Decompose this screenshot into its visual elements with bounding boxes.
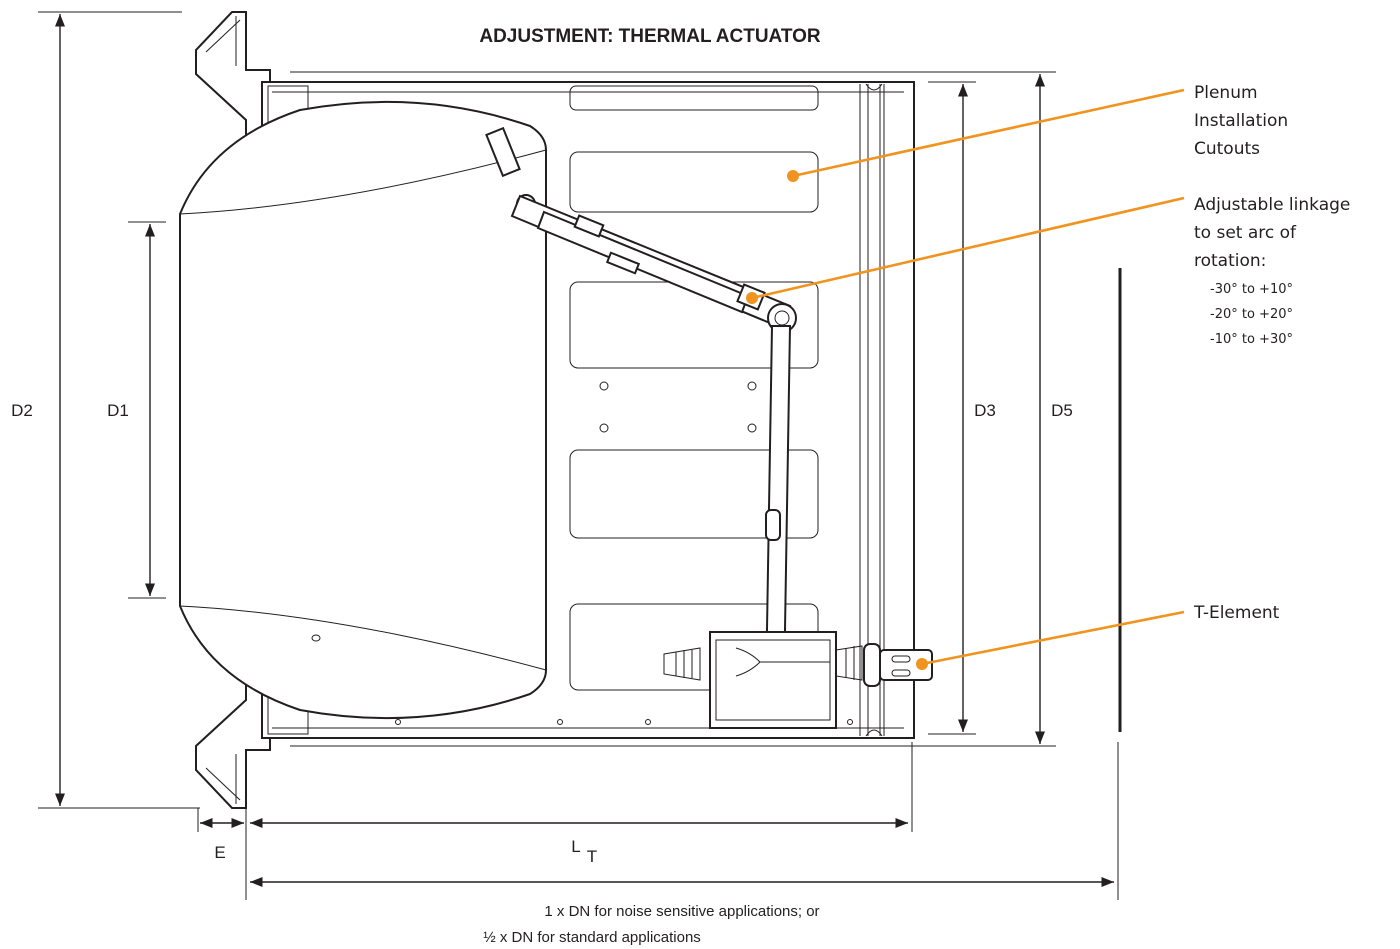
linkage-callout-line3: rotation: [1194, 251, 1266, 271]
lt-label-main: L [571, 837, 580, 856]
dn-note-line1: 1 x DN for noise sensitive applications;… [544, 903, 819, 920]
t-element-callout: T-Element [1193, 603, 1280, 623]
plenum-leader-dot [787, 170, 799, 182]
rotation-range-1: -30° to +10° [1210, 282, 1293, 297]
plenum-callout-line1: Plenum [1194, 83, 1258, 103]
d1-label: D1 [107, 401, 129, 420]
plenum-callout-line3: Cutouts [1194, 139, 1260, 159]
lt-label-subscript: T [587, 847, 597, 866]
plenum-callout-line2: Installation [1194, 111, 1288, 131]
d5-label: D5 [1051, 401, 1073, 420]
t-element-actuator [663, 631, 933, 729]
linkage-callout-line2: to set arc of [1194, 223, 1297, 243]
dn-note-line2: ½ x DN for standard applications [483, 929, 701, 946]
rotation-range-2: -20° to +20° [1210, 307, 1293, 322]
d3-label: D3 [974, 401, 996, 420]
linkage-leader-line [751, 196, 1185, 300]
linkage-callout-line1: Adjustable linkage [1194, 195, 1350, 215]
d2-label: D2 [11, 401, 33, 420]
rotation-range-3: -10° to +30° [1210, 332, 1293, 347]
t-element-leader-dot [916, 658, 928, 670]
damper-blade [179, 100, 547, 720]
t-element-leader-line [921, 610, 1185, 666]
plenum-leader-line [792, 88, 1185, 178]
e-label: E [214, 843, 225, 862]
adjustable-linkage [485, 126, 797, 717]
linkage-leader-dot [746, 292, 758, 304]
diagram-title: ADJUSTMENT: THERMAL ACTUATOR [479, 26, 821, 47]
dimension-lines [38, 11, 1119, 900]
callout-leaders [746, 88, 1185, 670]
